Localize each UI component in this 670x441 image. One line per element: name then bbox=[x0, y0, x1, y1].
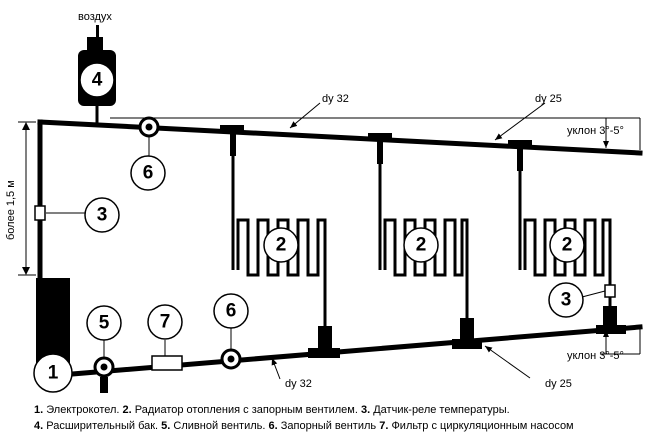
marker-radiator-b: 2 bbox=[403, 227, 439, 263]
return-pipe bbox=[57, 324, 643, 378]
legend-text: Датчик-реле температуры. bbox=[370, 404, 510, 416]
legend-num: 5. bbox=[161, 420, 171, 432]
marker-filter-label: 7 bbox=[160, 312, 171, 333]
marker-sensor-right: 3 bbox=[548, 282, 584, 318]
marker-filter: 7 bbox=[147, 304, 183, 340]
bottom-slope-label: уклон 3°-5° bbox=[567, 350, 624, 362]
marker-shutoff-bottom-label: 6 bbox=[226, 301, 237, 322]
supply-dy-right: dy 25 bbox=[535, 93, 562, 105]
legend: 1. Электрокотел. 2. Радиатор отопления с… bbox=[34, 402, 664, 434]
marker-sensor-left: 3 bbox=[84, 197, 120, 233]
shutoff-valve-top bbox=[138, 116, 160, 138]
legend-text: Электрокотел. bbox=[43, 404, 123, 416]
legend-line-2: 4. Расширительный бак. 5. Сливной вентил… bbox=[34, 418, 664, 434]
legend-num: 2. bbox=[122, 404, 132, 416]
return-dy-left: dy 32 bbox=[285, 378, 312, 390]
sensor-right-symbol bbox=[604, 284, 616, 298]
shutoff-valve-bottom bbox=[220, 348, 242, 370]
marker-shutoff-top: 6 bbox=[130, 155, 166, 191]
marker-tank-label: 4 bbox=[92, 70, 103, 91]
legend-text: Радиатор отопления с запорным вентилем. bbox=[131, 404, 361, 416]
radiator-c bbox=[508, 140, 626, 334]
marker-boiler-label: 1 bbox=[48, 363, 59, 384]
marker-tank: 4 bbox=[79, 62, 115, 98]
legend-text: Запорный вентиль bbox=[277, 420, 380, 432]
legend-num: 6. bbox=[268, 420, 278, 432]
marker-boiler: 1 bbox=[33, 353, 73, 393]
return-dy-right: dy 25 bbox=[545, 378, 572, 390]
supply-pipe bbox=[37, 119, 643, 156]
supply-dy-left: dy 32 bbox=[322, 93, 349, 105]
marker-radiator-b-label: 2 bbox=[416, 235, 427, 256]
sensor-left-symbol bbox=[34, 205, 46, 221]
air-label: воздух bbox=[78, 11, 112, 23]
top-slope-label: уклон 3°-5° bbox=[567, 125, 624, 137]
radiator-a bbox=[220, 125, 340, 358]
marker-sensor-left-label: 3 bbox=[97, 205, 108, 226]
marker-shutoff-top-label: 6 bbox=[143, 163, 154, 184]
height-label: более 1,5 м bbox=[5, 180, 17, 240]
legend-num: 4. bbox=[34, 420, 44, 432]
marker-radiator-c-label: 2 bbox=[562, 235, 573, 256]
filter-symbol bbox=[151, 355, 183, 371]
legend-num: 1. bbox=[34, 404, 44, 416]
legend-text: Расширительный бак. bbox=[43, 420, 162, 432]
legend-num: 7. bbox=[379, 420, 389, 432]
drain-valve bbox=[93, 356, 115, 393]
marker-drain-valve: 5 bbox=[86, 305, 122, 341]
legend-num: 3. bbox=[360, 404, 371, 416]
legend-text: Сливной вентиль. bbox=[170, 420, 269, 432]
marker-sensor-right-label: 3 bbox=[561, 290, 572, 311]
marker-drain-valve-label: 5 bbox=[99, 313, 110, 334]
legend-line-1: 1. Электрокотел. 2. Радиатор отопления с… bbox=[34, 402, 664, 418]
marker-shutoff-bottom: 6 bbox=[213, 293, 249, 329]
radiator-b bbox=[368, 133, 482, 349]
marker-radiator-a-label: 2 bbox=[276, 235, 287, 256]
marker-radiator-c: 2 bbox=[549, 227, 585, 263]
legend-text: Фильтр с циркуляционным насосом bbox=[388, 420, 574, 432]
marker-radiator-a: 2 bbox=[263, 227, 299, 263]
